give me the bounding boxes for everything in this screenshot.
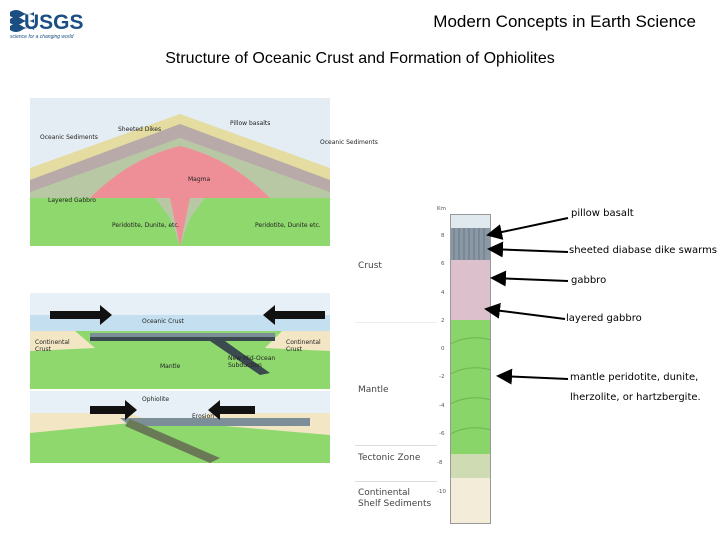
ridge-diagram: Pillow basalts Sheeted Dikes Oceanic Sed… [30, 98, 330, 246]
label-new-subduction: New Mid-Ocean Subduction [228, 355, 284, 369]
annotation-gabbro: gabbro [571, 275, 606, 286]
label-continental-crust-right: Continental Crust [286, 339, 322, 353]
arrow-pillow-basalt [488, 218, 568, 235]
label-magma: Magma [188, 176, 210, 183]
label-peridotite-right: Peridotite, Dunite etc. [255, 222, 321, 229]
depth-tick: -6 [439, 431, 444, 437]
layer-shelf [450, 478, 491, 524]
annotation-sheeted-dike: sheeted diabase dike swarms [569, 245, 717, 256]
usgs-wordmark: USGS [24, 11, 84, 34]
usgs-tagline: science for a changing world [10, 34, 74, 40]
usgs-logo: USGS science for a changing world [10, 8, 90, 40]
annotation-mantle-line1: mantle peridotite, dunite, [570, 372, 698, 383]
arrow-layered-gabbro [486, 309, 565, 319]
divider-line [355, 445, 437, 446]
depth-tick: -2 [439, 374, 444, 380]
arrow-mantle [498, 376, 568, 379]
label-oceanic-sediments-right: Oceanic Sediments [320, 139, 378, 146]
layer-tectonic [450, 454, 491, 478]
arrow-sheeted-dike [489, 249, 568, 252]
depth-tick: 6 [441, 261, 445, 267]
label-peridotite-left: Peridotite, Dunite, etc. [112, 222, 180, 229]
label-layered-gabbro: Layered Gabbro [48, 197, 96, 204]
label-erosion: Erosion [192, 413, 214, 420]
zone-label-shelf: Continental Shelf Sediments [358, 488, 433, 510]
depth-tick: -10 [437, 489, 446, 495]
label-pillow-basalts: Pillow basalts [230, 120, 270, 127]
arrow-gabbro [492, 278, 568, 281]
depth-tick: 0 [441, 346, 445, 352]
annotation-pillow-basalt: pillow basalt [571, 208, 634, 219]
annotation-arrows [480, 205, 600, 385]
depth-tick: -8 [437, 460, 442, 466]
annotation-mantle-line2: lherzolite, or hartzbergite. [570, 392, 701, 403]
page-title: Modern Concepts in Earth Science [360, 12, 696, 32]
depth-tick: -4 [439, 403, 444, 409]
divider-line [355, 322, 437, 323]
depth-tick: 2 [441, 318, 445, 324]
depth-unit: Km [437, 206, 446, 212]
label-continental-crust-left: Continental Crust [35, 339, 69, 353]
label-sheeted-dikes: Sheeted Dikes [118, 126, 161, 133]
label-ophiolite: Ophiolite [142, 396, 169, 403]
label-oceanic-crust: Oceanic Crust [142, 318, 184, 325]
annotation-layered-gabbro: layered gabbro [566, 313, 642, 324]
divider-line [355, 481, 437, 482]
zone-label-crust: Crust [358, 261, 382, 271]
label-oceanic-sediments-left: Oceanic Sediments [40, 134, 98, 141]
depth-tick: 8 [441, 233, 445, 239]
zone-label-mantle: Mantle [358, 385, 389, 395]
subduction-diagram: Oceanic Crust Continental Crust Continen… [30, 293, 330, 463]
label-mantle: Mantle [160, 363, 180, 370]
page-subtitle: Structure of Oceanic Crust and Formation… [0, 50, 720, 68]
zone-label-tectonic: Tectonic Zone [358, 453, 420, 463]
depth-tick: 4 [441, 290, 445, 296]
